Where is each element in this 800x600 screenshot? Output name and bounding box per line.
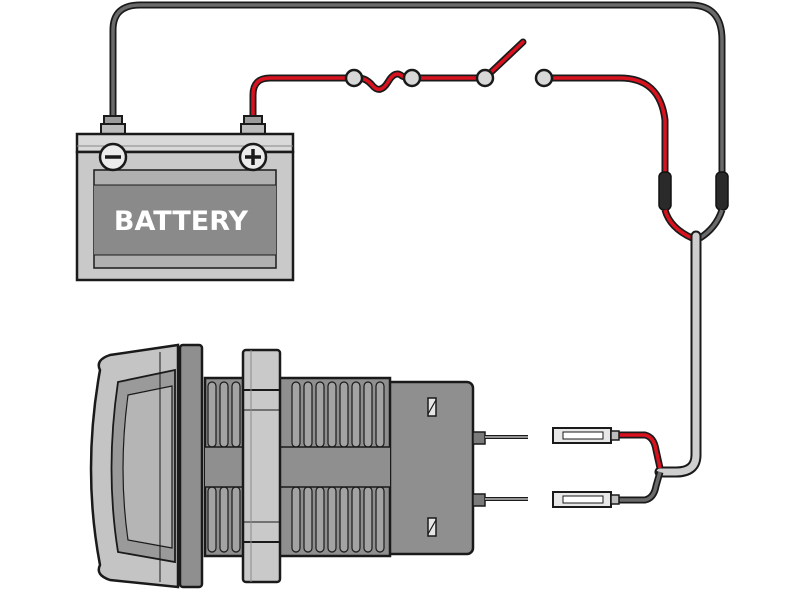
mounting-nut — [241, 348, 282, 584]
thread-ridge — [363, 381, 373, 448]
positive-wire-switch-to-splice — [546, 74, 669, 179]
splice-wires — [661, 208, 726, 242]
spade-connector-negative — [552, 491, 620, 508]
thread-ridge — [315, 486, 325, 553]
thread-ridge — [327, 486, 337, 553]
switch-icon — [475, 38, 554, 88]
thread-ridge — [375, 486, 385, 553]
heat-shrink-sleeves — [658, 171, 729, 211]
battery-label-panel — [94, 185, 276, 255]
socket-pins — [472, 431, 528, 507]
thread-ridge — [219, 486, 229, 553]
battery: BATTERY — [75, 115, 295, 282]
socket-positive-lead — [616, 431, 664, 469]
spade-connector-positive — [552, 427, 620, 444]
thread-ridge — [303, 381, 313, 448]
thread-ridge — [327, 381, 337, 448]
thread-ridge — [303, 486, 313, 553]
thread-ridge — [339, 486, 349, 553]
battery-label: BATTERY — [114, 206, 249, 237]
socket-flange — [178, 343, 204, 589]
negative-terminal-post — [100, 115, 126, 135]
fuse-icon — [344, 68, 422, 93]
thread-ridge — [231, 381, 241, 448]
thread-ridge — [291, 381, 301, 448]
thread-ridge — [291, 486, 301, 553]
thread-ridge — [315, 381, 325, 448]
thread-ridge — [219, 381, 229, 448]
spade-connector-icon — [552, 427, 620, 508]
socket-front-bezel — [89, 343, 180, 589]
thread-ridge — [231, 486, 241, 553]
thread-ridge — [351, 381, 361, 448]
thread-ridge — [207, 486, 217, 553]
plus-icon — [238, 142, 268, 172]
thread-ridge — [339, 381, 349, 448]
negative-wire — [109, 1, 726, 179]
socket-negative-lead — [616, 471, 664, 504]
usb-socket-icon — [89, 343, 528, 589]
positive-terminal-post — [240, 115, 266, 135]
minus-icon — [98, 142, 128, 172]
thread-ridge — [375, 381, 385, 448]
sheath-cable — [654, 230, 702, 478]
thread-ridge — [207, 381, 217, 448]
positive-wire-battery-to-fuse — [249, 74, 350, 122]
thread-ridge — [363, 486, 373, 553]
thread-ridge — [351, 486, 361, 553]
